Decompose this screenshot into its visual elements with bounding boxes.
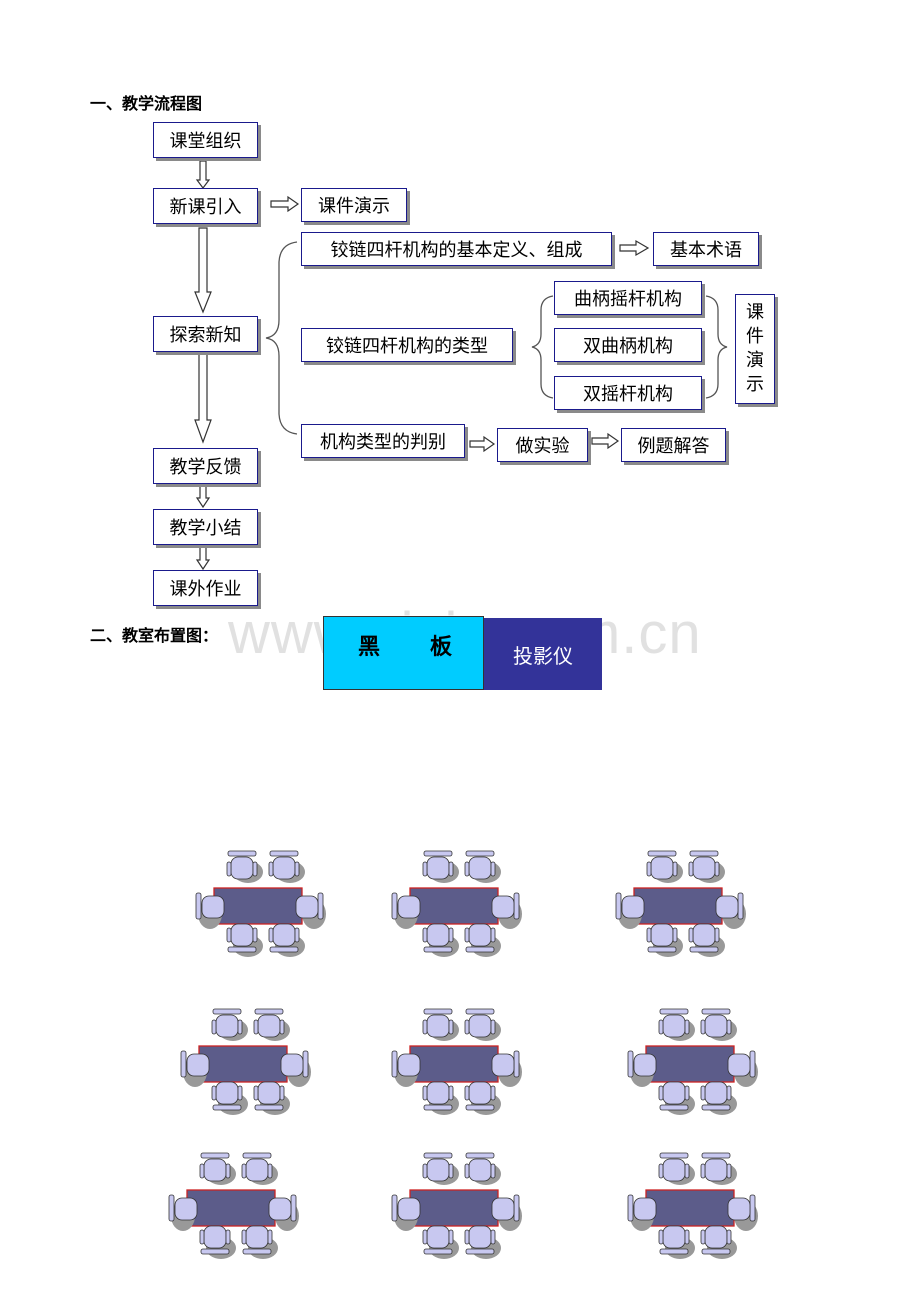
table <box>409 1189 499 1227</box>
branch-crank-rocker: 曲柄摇杆机构 <box>554 281 702 315</box>
vertical-demo-char-4: 示 <box>746 374 764 395</box>
vertical-demo-char-3: 演 <box>746 350 764 371</box>
branch-definition: 铰链四杆机构的基本定义、组成 <box>301 232 612 266</box>
brace-main <box>265 241 298 435</box>
blackboard: 黑 板 <box>323 616 484 690</box>
table <box>186 1189 276 1227</box>
arrow-down-4 <box>195 482 211 509</box>
table <box>645 1189 735 1227</box>
flow-box-explore: 探索新知 <box>153 316 258 352</box>
flow-box-feedback: 教学反馈 <box>153 448 258 484</box>
branch-terms: 基本术语 <box>653 232 759 266</box>
branch-vertical-demo: 课 件 演 示 <box>735 294 775 404</box>
table-group-4 <box>180 1008 311 1115</box>
arrow-right-2 <box>619 239 650 257</box>
table <box>645 1045 735 1083</box>
vertical-demo-char-2: 件 <box>746 326 764 347</box>
branch-double-crank: 双曲柄机构 <box>554 328 702 362</box>
section-heading-classroom: 二、教室布置图： <box>90 626 219 645</box>
arrow-right-3 <box>469 435 496 453</box>
brace-demo <box>705 295 728 399</box>
table-group-7 <box>168 1152 299 1259</box>
brace-types <box>531 295 554 399</box>
branch-double-rocker: 双摇杆机构 <box>554 376 702 410</box>
branch-courseware-demo: 课件演示 <box>301 188 407 222</box>
table <box>409 1045 499 1083</box>
blackboard-label-left: 黑 <box>358 635 381 660</box>
table-group-8 <box>391 1152 522 1259</box>
arrow-down-3 <box>194 353 212 444</box>
blackboard-label-right: 板 <box>430 635 453 660</box>
flowchart-connectors <box>194 160 728 571</box>
branch-judge: 机构类型的判别 <box>301 424 465 458</box>
table <box>633 887 723 925</box>
vertical-demo-char-1: 课 <box>746 302 764 323</box>
arrow-down-5 <box>195 544 211 571</box>
branch-examples: 例题解答 <box>621 428 726 462</box>
section-heading-flowchart: 一、教学流程图 <box>90 94 203 113</box>
table <box>409 887 499 925</box>
branch-experiment: 做实验 <box>497 428 588 462</box>
branch-types: 铰链四杆机构的类型 <box>301 328 513 362</box>
flow-box-intro: 新课引入 <box>153 188 258 224</box>
arrow-down-1 <box>195 160 211 189</box>
table-group-5 <box>391 1008 522 1115</box>
table-group-9 <box>627 1152 758 1259</box>
flow-box-summary: 教学小结 <box>153 509 258 545</box>
arrow-right-1 <box>270 195 300 213</box>
table-group-3 <box>615 850 746 957</box>
flow-box-homework: 课外作业 <box>153 570 258 606</box>
projector: 投影仪 <box>484 618 602 690</box>
table-group-2 <box>391 850 522 957</box>
arrow-right-4 <box>591 432 620 450</box>
table-group-1 <box>195 850 326 957</box>
table-group-6 <box>627 1008 758 1115</box>
table <box>198 1045 288 1083</box>
table <box>213 887 303 925</box>
flow-box-organize: 课堂组织 <box>153 122 258 158</box>
arrow-down-2 <box>194 227 212 314</box>
